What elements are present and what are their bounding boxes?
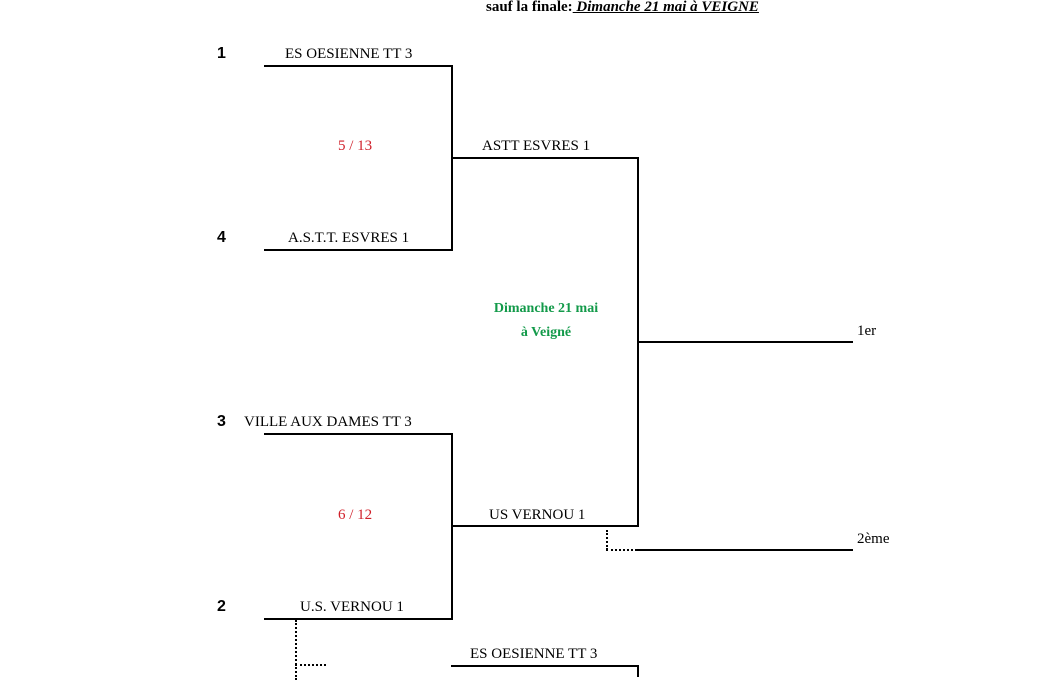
place-first: 1er (857, 323, 877, 339)
seed-3: 3 (217, 413, 226, 430)
team-slot-4: A.S.T.T. ESVRES 1 (288, 230, 410, 246)
dotted-connector-second (606, 530, 608, 550)
winner-bottom: US VERNOU 1 (489, 507, 586, 523)
team-slot-2: U.S. VERNOU 1 (300, 599, 404, 615)
team-slot-1: ES OESIENNE TT 3 (285, 46, 413, 62)
bracket-line-third (451, 665, 639, 667)
header-title: sauf la finale: Dimanche 21 mai à VEIGNE (486, 0, 759, 16)
bracket-line-slot-4 (264, 249, 453, 251)
winner-top: ASTT ESVRES 1 (482, 138, 591, 154)
final-venue-date: Dimanche 21 mai (493, 301, 599, 316)
bracket-line-slot-3 (264, 433, 453, 435)
bracket-line-slot-1 (264, 65, 453, 67)
score-bottom: 6 / 12 (338, 507, 373, 523)
bracket-line-second (637, 549, 853, 551)
bracket-line-winner-top (451, 157, 639, 159)
final-venue: Dimanche 21 mai à Veigné (470, 297, 622, 345)
header-final-date: Dimanche 21 mai à VEIGNE (572, 0, 759, 15)
dotted-link-second (606, 549, 637, 551)
bracket-line-first (637, 341, 853, 343)
dotted-connector-third (295, 620, 297, 680)
final-venue-place: à Veigné (520, 325, 572, 340)
bracket-connector-third (637, 665, 639, 677)
header-prefix: sauf la finale: (486, 0, 573, 15)
team-slot-3: VILLE AUX DAMES TT 3 (244, 414, 412, 430)
seed-2: 2 (217, 598, 226, 615)
bracket-line-winner-bottom (451, 525, 639, 527)
seed-4: 4 (217, 229, 226, 246)
score-top: 5 / 13 (338, 138, 373, 154)
place-second: 2ème (857, 531, 890, 547)
seed-1: 1 (217, 45, 226, 62)
third-place-team: ES OESIENNE TT 3 (470, 646, 598, 662)
dotted-link-third (295, 664, 326, 666)
bracket-line-slot-2 (264, 618, 453, 620)
